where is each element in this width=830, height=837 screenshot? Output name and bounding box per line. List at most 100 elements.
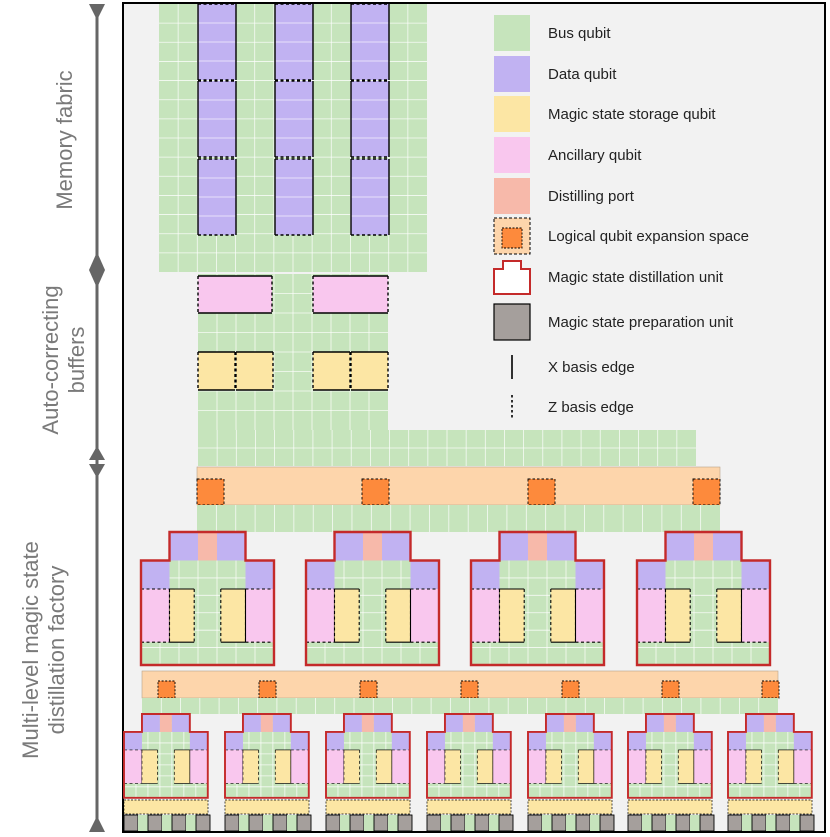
distilling-port [361,714,374,732]
data-qubit [427,731,445,750]
ancillary-qubit [793,749,812,784]
storage-qubit [545,749,562,784]
data-qubit [391,731,410,750]
bus-qubit [766,815,776,831]
ancillary-qubit [141,589,170,643]
preparation-unit [349,814,365,832]
distillation-unit-outline [469,530,606,667]
ancillary-qubit [245,589,274,643]
storage-qubit [174,749,190,784]
distilling-port [198,532,217,561]
data-qubit [645,714,664,732]
expansion-space [460,680,479,699]
storage-qubit [275,749,291,784]
preparation-unit [775,814,791,832]
storage-row [325,799,411,815]
preparation-unit [651,814,667,832]
data-qubit [410,560,439,589]
storage-qubit [444,749,461,784]
ancillary-qubit [728,749,746,784]
ancillary-qubit [410,589,439,643]
bus-qubit [642,815,652,831]
storage-qubit [665,589,691,643]
ancillary-qubit [189,749,208,784]
data-qubit [245,560,274,589]
expansion-space [661,680,680,699]
bus-qubit [465,815,475,831]
storage-qubit [385,589,411,643]
ancillary-qubit [124,749,142,784]
data-qubit [141,560,170,589]
preparation-unit [195,814,211,832]
bus-qubit [566,815,576,831]
ancillary-qubit [693,749,712,784]
bus-qubit [263,815,273,831]
legend-label: Ancillary qubit [548,147,642,164]
data-qubit [593,731,612,750]
legend-port-swatch [494,178,530,214]
data-qubit [242,714,261,732]
label-buffers-line2: buffers [64,327,89,394]
storage-qubit [550,589,576,643]
ancillary-qubit [225,749,243,784]
legend-prep-swatch [493,303,531,341]
data-qubit [217,532,246,561]
distilling-port [694,532,713,561]
storage-qubit [499,589,525,643]
storage-qubit [578,749,594,784]
bus-qubit [489,815,499,831]
ancillary-qubit [637,589,666,643]
data-qubit [169,532,198,561]
storage-qubit [343,749,360,784]
expansion-space [359,680,378,699]
label-factory-line2: distillation factory [44,566,69,735]
data-qubit [492,731,511,750]
expansion-space [692,478,721,506]
distillation-unit-outline [635,530,772,667]
storage-qubit [716,589,742,643]
preparation-unit [224,814,240,832]
data-qubit [793,731,812,750]
storage-qubit [313,352,350,390]
distillation-unit-outline [325,713,411,799]
storage-qubit [220,589,246,643]
storage-qubit [645,749,662,784]
preparation-unit [575,814,591,832]
legend-label: Magic state storage qubit [548,106,716,123]
distilling-port [462,714,475,732]
data-qubit [272,714,291,732]
data-qubit [225,731,243,750]
qubit-layout [123,3,815,832]
axis-diamond [89,252,105,288]
data-qubit [444,714,463,732]
distilling-port [159,714,172,732]
preparation-unit [426,814,442,832]
distillation-unit-outline [727,713,813,799]
preparation-unit [527,814,543,832]
data-qubit [474,714,493,732]
data-qubit [528,731,546,750]
bus-qubit [742,815,752,831]
storage-qubit [242,749,259,784]
data-qubit [665,532,694,561]
ancillary-qubit [306,589,335,643]
preparation-unit [675,814,691,832]
data-qubit [547,532,576,561]
data-qubit [713,532,742,561]
preparation-unit [727,814,743,832]
preparation-unit [325,814,341,832]
ancillary-qubit [198,276,272,313]
level2-bus [197,505,720,532]
data-qubit [693,731,712,750]
preparation-unit [699,814,715,832]
label-memory-fabric: Memory fabric [52,70,77,209]
storage-qubit [678,749,694,784]
preparation-unit [296,814,312,832]
data-qubit [306,560,335,589]
data-qubit [575,714,594,732]
legend-expansion-swatch [501,227,523,249]
storage-qubit [351,352,388,390]
data-qubit [189,731,208,750]
data-qubit [628,731,646,750]
data-qubit [471,560,500,589]
